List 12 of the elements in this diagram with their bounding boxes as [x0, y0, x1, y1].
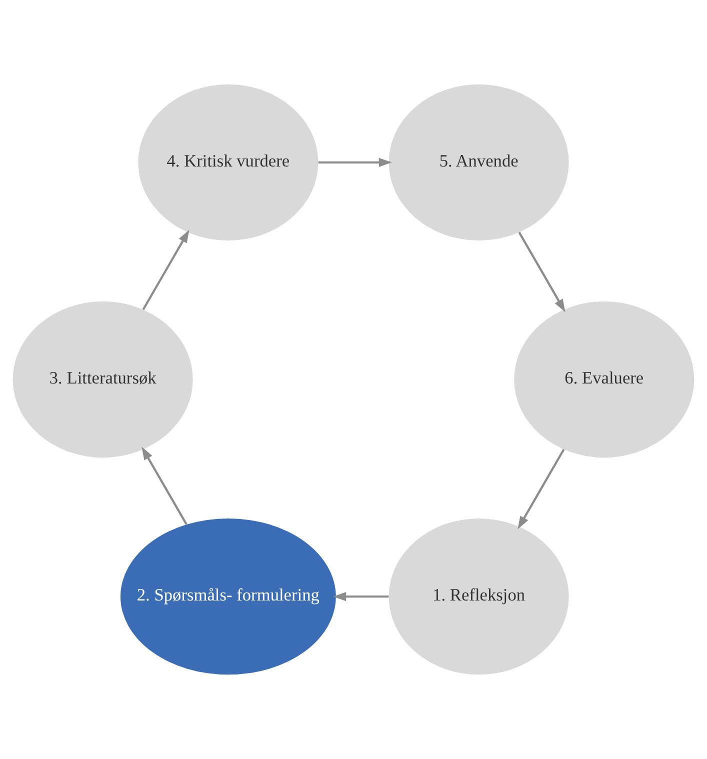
arrow — [142, 446, 188, 525]
node-ellipse: 4. Kritisk vurdere — [138, 84, 318, 240]
arrow — [518, 232, 566, 312]
arrow — [518, 448, 565, 530]
node-ellipse: 2. Spørsmåls- formulering — [120, 518, 336, 675]
arrow — [318, 158, 392, 167]
arrow — [333, 592, 389, 602]
node-ellipse: 6. Evaluere — [514, 301, 694, 458]
node-ellipse: 5. Anvende — [388, 84, 569, 240]
node-ellipse: 3. Litteratursøk — [12, 301, 193, 458]
node-ellipse: 1. Refleksjon — [388, 518, 569, 675]
arrow — [142, 230, 190, 310]
